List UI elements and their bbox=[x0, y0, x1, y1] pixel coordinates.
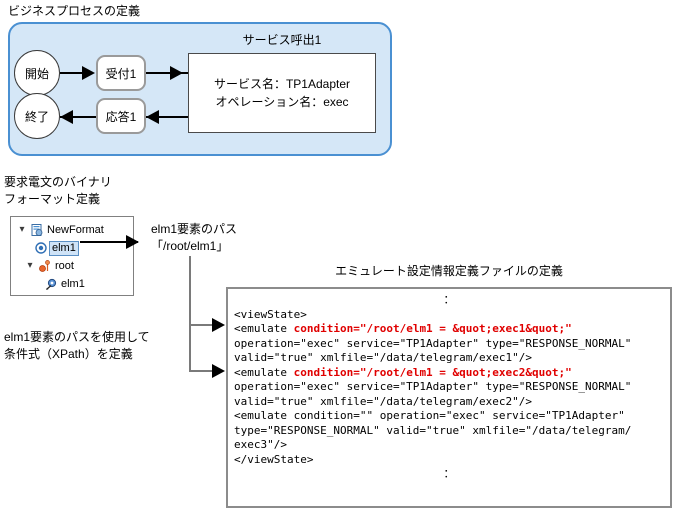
orange-root-node-icon bbox=[37, 259, 53, 273]
node-end-label: 終了 bbox=[24, 109, 49, 124]
code-line: operation="exec" service="TP1Adapter" ty… bbox=[234, 336, 632, 350]
connector-service-to-reply bbox=[146, 116, 188, 118]
binary-format-tree[interactable]: ▾ NewFormat elm1 ▾ bbox=[10, 216, 134, 296]
arrow-to-emulate2-icon bbox=[212, 364, 225, 378]
code-line: ： bbox=[443, 467, 455, 480]
code-line: <viewState> bbox=[234, 307, 307, 321]
node-start-label: 開始 bbox=[24, 66, 49, 81]
tree-item-newformat[interactable]: ▾ NewFormat bbox=[11, 221, 133, 239]
service-call-box: サービス名：TP1Adapter オペレーション名：exec bbox=[188, 53, 376, 133]
code-line: exec3"/> bbox=[234, 438, 287, 451]
blue-child-element-icon bbox=[43, 278, 59, 291]
arrow-service-to-reply-icon bbox=[146, 110, 159, 124]
node-receive[interactable]: 受付1 bbox=[96, 55, 146, 91]
path-annotation-line1: elm1要素のパス bbox=[151, 222, 238, 236]
code-line: valid="true" xmlfile="/data/telegram/exe… bbox=[234, 351, 533, 364]
arrow-receive-to-service-icon bbox=[170, 66, 183, 80]
code-segment-plain: <emulate bbox=[234, 365, 294, 379]
code-line: operation="exec" service="TP1Adapter" ty… bbox=[234, 380, 632, 393]
node-receive-label: 受付1 bbox=[105, 66, 137, 81]
path-annotation-line2: 「/root/elm1」 bbox=[151, 239, 229, 253]
tree-item-elm1-child[interactable]: elm1 bbox=[11, 275, 133, 293]
code-line: type="RESPONSE_NORMAL" valid="true" xmlf… bbox=[234, 423, 632, 437]
node-reply[interactable]: 応答1 bbox=[96, 98, 146, 134]
connector-elm1-to-path-label bbox=[80, 241, 138, 243]
tree-item-elm1-selected-label: elm1 bbox=[49, 240, 79, 256]
tree-item-newformat-label: NewFormat bbox=[47, 224, 104, 236]
format-document-icon bbox=[29, 224, 45, 236]
service-name-line: サービス名：TP1Adapter bbox=[213, 77, 351, 91]
emulate-file-code-box[interactable]: ：<viewState><emulate condition="/root/el… bbox=[226, 287, 672, 508]
node-reply-label: 応答1 bbox=[105, 109, 137, 124]
tree-item-root-label: root bbox=[55, 260, 74, 272]
binary-format-caption-line1: 要求電文のバイナリ bbox=[4, 175, 112, 189]
node-start[interactable]: 開始 bbox=[14, 50, 60, 96]
arrow-to-emulate1-icon bbox=[212, 318, 225, 332]
xpath-annotation-line2: 条件式（XPath）を定義 bbox=[4, 347, 133, 361]
connector-trunk-vertical bbox=[189, 256, 191, 372]
code-line: ： bbox=[443, 293, 455, 306]
code-segment-plain: <emulate bbox=[234, 322, 294, 335]
tree-item-root[interactable]: ▾ root bbox=[11, 257, 133, 275]
connector-reply-to-end bbox=[60, 116, 96, 118]
code-segment-highlight: condition="/root/elm1 = &quot;exec1&quot… bbox=[293, 322, 572, 335]
arrow-reply-to-end-icon bbox=[60, 110, 73, 124]
chevron-down-icon[interactable]: ▾ bbox=[19, 224, 25, 235]
binary-format-caption-line2: フォーマット定義 bbox=[4, 192, 101, 206]
code-line: <emulate condition="/root/elm1 = &quot;e… bbox=[234, 322, 664, 337]
arrow-start-to-receive-icon bbox=[82, 66, 95, 80]
xpath-annotation-line1: elm1要素のパスを使用して bbox=[4, 330, 150, 344]
connector-receive-to-service bbox=[146, 72, 188, 74]
emulate-file-title: エミュレート設定情報定義ファイルの定義 bbox=[335, 264, 563, 278]
connector-branch-bottom bbox=[189, 370, 221, 372]
business-process-caption: ビジネスプロセスの定義 bbox=[8, 4, 141, 18]
connector-branch-top bbox=[189, 324, 221, 326]
tree-item-elm1-child-label: elm1 bbox=[61, 278, 85, 290]
code-line: <emulate condition="" operation="exec" s… bbox=[234, 409, 625, 422]
connector-start-to-receive bbox=[60, 72, 90, 74]
service-call-title: サービス呼出1 bbox=[242, 33, 322, 47]
operation-name-line: オペレーション名：exec bbox=[215, 95, 349, 109]
code-segment-highlight: condition="/root/elm1 = &quot;exec2&quot… bbox=[293, 365, 572, 379]
chevron-down-icon-root[interactable]: ▾ bbox=[27, 260, 33, 271]
code-line: </viewState> bbox=[234, 452, 314, 466]
arrow-elm1-to-path-icon bbox=[126, 235, 139, 249]
code-line: <emulate condition="/root/elm1 = &quot;e… bbox=[234, 366, 664, 381]
code-line: valid="true" xmlfile="/data/telegram/exe… bbox=[234, 394, 533, 408]
blue-dot-element-icon bbox=[33, 242, 49, 254]
node-end[interactable]: 終了 bbox=[14, 93, 60, 139]
tree-item-elm1-selected[interactable]: elm1 bbox=[11, 239, 133, 257]
